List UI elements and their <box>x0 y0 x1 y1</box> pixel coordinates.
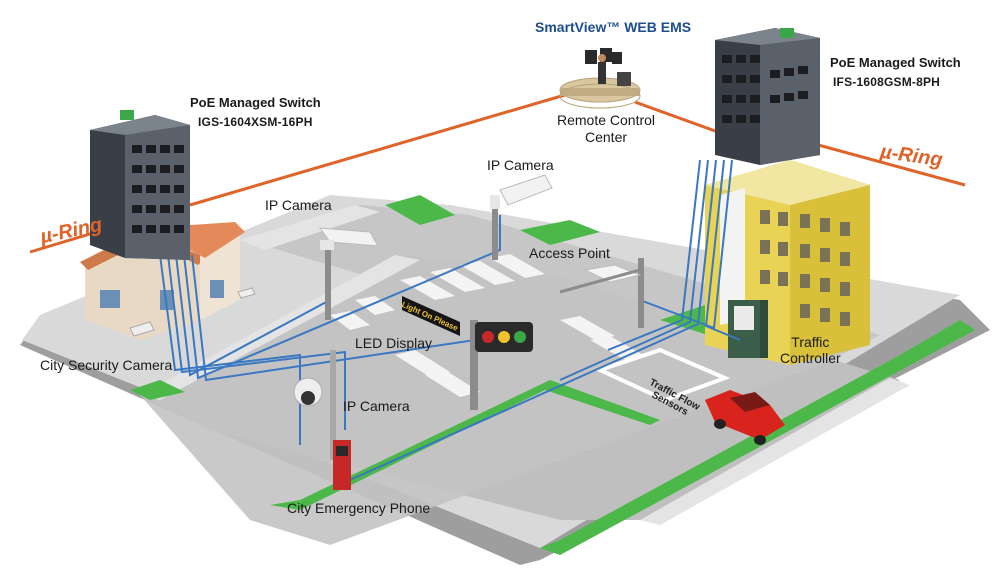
switch-right-model: IFS-1608GSM-8PH <box>833 75 941 89</box>
ip-camera-bottom-label: IP Camera <box>343 398 410 414</box>
ptz-dome-camera <box>293 350 336 460</box>
poe-switch-right <box>715 28 820 165</box>
house-left <box>80 222 245 340</box>
switch-left-title: PoE Managed Switch <box>190 95 321 110</box>
ip-camera-left-label: IP Camera <box>265 197 332 213</box>
ip-camera-top <box>490 174 553 260</box>
city-emergency-phone-label: City Emergency Phone <box>287 500 431 516</box>
led-display-structure <box>402 296 533 410</box>
remote-control-center <box>559 48 641 109</box>
traffic-controller-label: Traffic Controller <box>780 334 841 366</box>
switch-left-model: IGS-1604XSM-16PH <box>198 115 313 129</box>
led-display-label: LED Display <box>355 335 433 351</box>
city-security-camera-label: City Security Camera <box>40 357 173 373</box>
traffic-controller-cabinet <box>728 300 768 358</box>
switch-right-title: PoE Managed Switch <box>830 55 961 70</box>
ems-label: SmartView™ WEB EMS <box>535 19 692 35</box>
emergency-phone <box>333 440 351 490</box>
access-point <box>559 258 644 328</box>
poe-switch-left <box>90 110 190 260</box>
ip-camera-left <box>318 227 379 320</box>
red-car <box>705 390 785 445</box>
remote-control-center-label: Remote Control Center <box>557 112 656 145</box>
ip-camera-top-label: IP Camera <box>487 157 554 173</box>
access-point-label: Access Point <box>529 245 610 261</box>
security-camera-house <box>129 287 256 337</box>
